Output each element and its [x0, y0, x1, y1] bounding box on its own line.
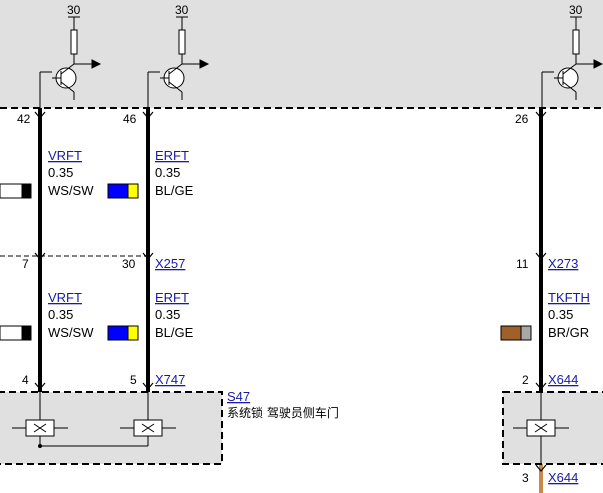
wire-size-erft-upper: 0.35 — [155, 165, 180, 180]
wire-size-tkfth: 0.35 — [548, 307, 573, 322]
switch-s47-link[interactable]: S47 — [227, 389, 250, 404]
connector-pin-5: 5 — [130, 373, 137, 387]
wire-color-tkfth: BR/GR — [548, 325, 589, 340]
switch-block-right[interactable] — [502, 391, 603, 465]
wire-color-vrft-lower: WS/SW — [48, 325, 94, 340]
module-pin-26: 26 — [515, 112, 529, 126]
wire-label-erft-upper[interactable]: ERFT — [155, 148, 189, 163]
connector-x273-link[interactable]: X273 — [548, 256, 578, 271]
connector-x747-link[interactable]: X747 — [155, 372, 185, 387]
wire-label-erft-lower[interactable]: ERFT — [155, 290, 189, 305]
connector-marks — [34, 111, 547, 472]
wire-label-vrft-lower[interactable]: VRFT — [48, 290, 82, 305]
connector-x644-link-upper[interactable]: X644 — [548, 372, 578, 387]
transistor-output-2 — [147, 16, 210, 108]
color-swatch-ws-sw-upper — [0, 183, 32, 199]
wire-color-erft-lower: BL/GE — [155, 325, 194, 340]
supply-label-3: 30 — [569, 3, 583, 17]
color-swatch-ws-sw-lower — [0, 325, 32, 341]
connector-x257-link[interactable]: X257 — [155, 256, 185, 271]
switch-block-s47[interactable] — [0, 391, 223, 465]
supply-label-2: 30 — [175, 3, 189, 17]
connector-pin-3: 3 — [522, 471, 529, 485]
connector-pin-2: 2 — [522, 373, 529, 387]
color-swatch-bl-ge-upper — [107, 183, 139, 199]
transistor-output-3 — [541, 16, 603, 108]
wire-size-vrft-upper: 0.35 — [48, 165, 73, 180]
wire-size-vrft-lower: 0.35 — [48, 307, 73, 322]
connector-x644-link-lower[interactable]: X644 — [548, 470, 578, 485]
wire-color-vrft-upper: WS/SW — [48, 183, 94, 198]
wire-size-erft-lower: 0.35 — [155, 307, 180, 322]
wire-label-tkfth[interactable]: TKFTH — [548, 290, 590, 305]
switch-s47-description: 系统锁 驾驶员侧车门 — [227, 405, 339, 420]
connector-pin-30: 30 — [122, 257, 136, 271]
connector-pin-4: 4 — [22, 373, 29, 387]
wire-color-erft-upper: BL/GE — [155, 183, 194, 198]
module-pin-46: 46 — [123, 112, 137, 126]
color-swatch-br-gr — [500, 325, 532, 341]
module-pin-42: 42 — [17, 112, 31, 126]
connector-pin-11: 11 — [516, 257, 529, 271]
wire-label-vrft-upper[interactable]: VRFT — [48, 148, 82, 163]
connector-pin-7: 7 — [22, 257, 29, 271]
supply-label-1: 30 — [67, 3, 81, 17]
control-module-area — [0, 0, 603, 108]
color-swatch-bl-ge-lower — [107, 325, 139, 341]
transistor-output-1 — [39, 16, 102, 108]
